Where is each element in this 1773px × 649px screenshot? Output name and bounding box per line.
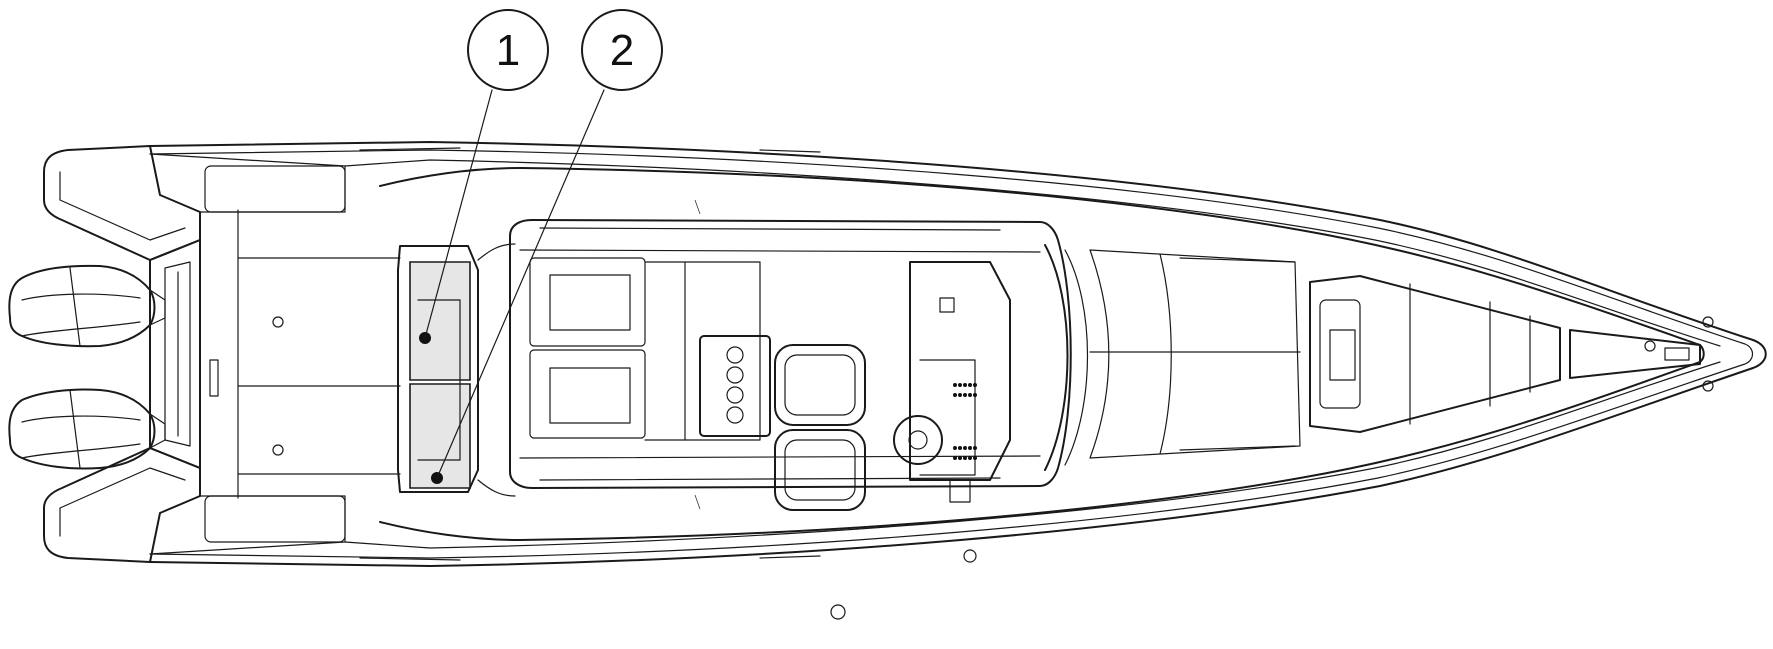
gauge-dots bbox=[953, 383, 977, 460]
locker-2-highlight bbox=[409, 383, 471, 489]
helm-seat-upper bbox=[774, 344, 866, 426]
hull-outer-line bbox=[149, 141, 1767, 567]
callout-2-circle bbox=[581, 9, 663, 91]
stern-pod-upper bbox=[43, 145, 201, 261]
stern-pod-lower bbox=[43, 447, 201, 563]
hull bbox=[43, 141, 1767, 567]
callout-2: 2 bbox=[436, 9, 663, 479]
cockpit bbox=[509, 219, 1089, 511]
foredeck bbox=[1089, 249, 1714, 459]
callout-1-circle bbox=[467, 9, 549, 91]
t-top-frame bbox=[509, 219, 1072, 489]
outboard-engines bbox=[8, 264, 166, 470]
outboard-engine-lower bbox=[8, 388, 166, 470]
aft-bench bbox=[397, 243, 516, 497]
deck-fittings bbox=[359, 147, 977, 620]
callout-1-label: 1 bbox=[496, 26, 520, 75]
callout-2-label: 2 bbox=[610, 26, 634, 75]
helm-console bbox=[893, 261, 1011, 503]
steering-wheel bbox=[893, 415, 943, 465]
hull-inner-deck-line bbox=[379, 167, 1705, 541]
locker-1-highlight bbox=[409, 261, 471, 381]
callout-1-leader bbox=[424, 89, 493, 339]
outboard-engine-upper bbox=[8, 264, 166, 348]
callout-2-leader bbox=[436, 89, 605, 479]
helm-seat-lower bbox=[774, 429, 866, 511]
callout-1: 1 bbox=[424, 9, 549, 339]
